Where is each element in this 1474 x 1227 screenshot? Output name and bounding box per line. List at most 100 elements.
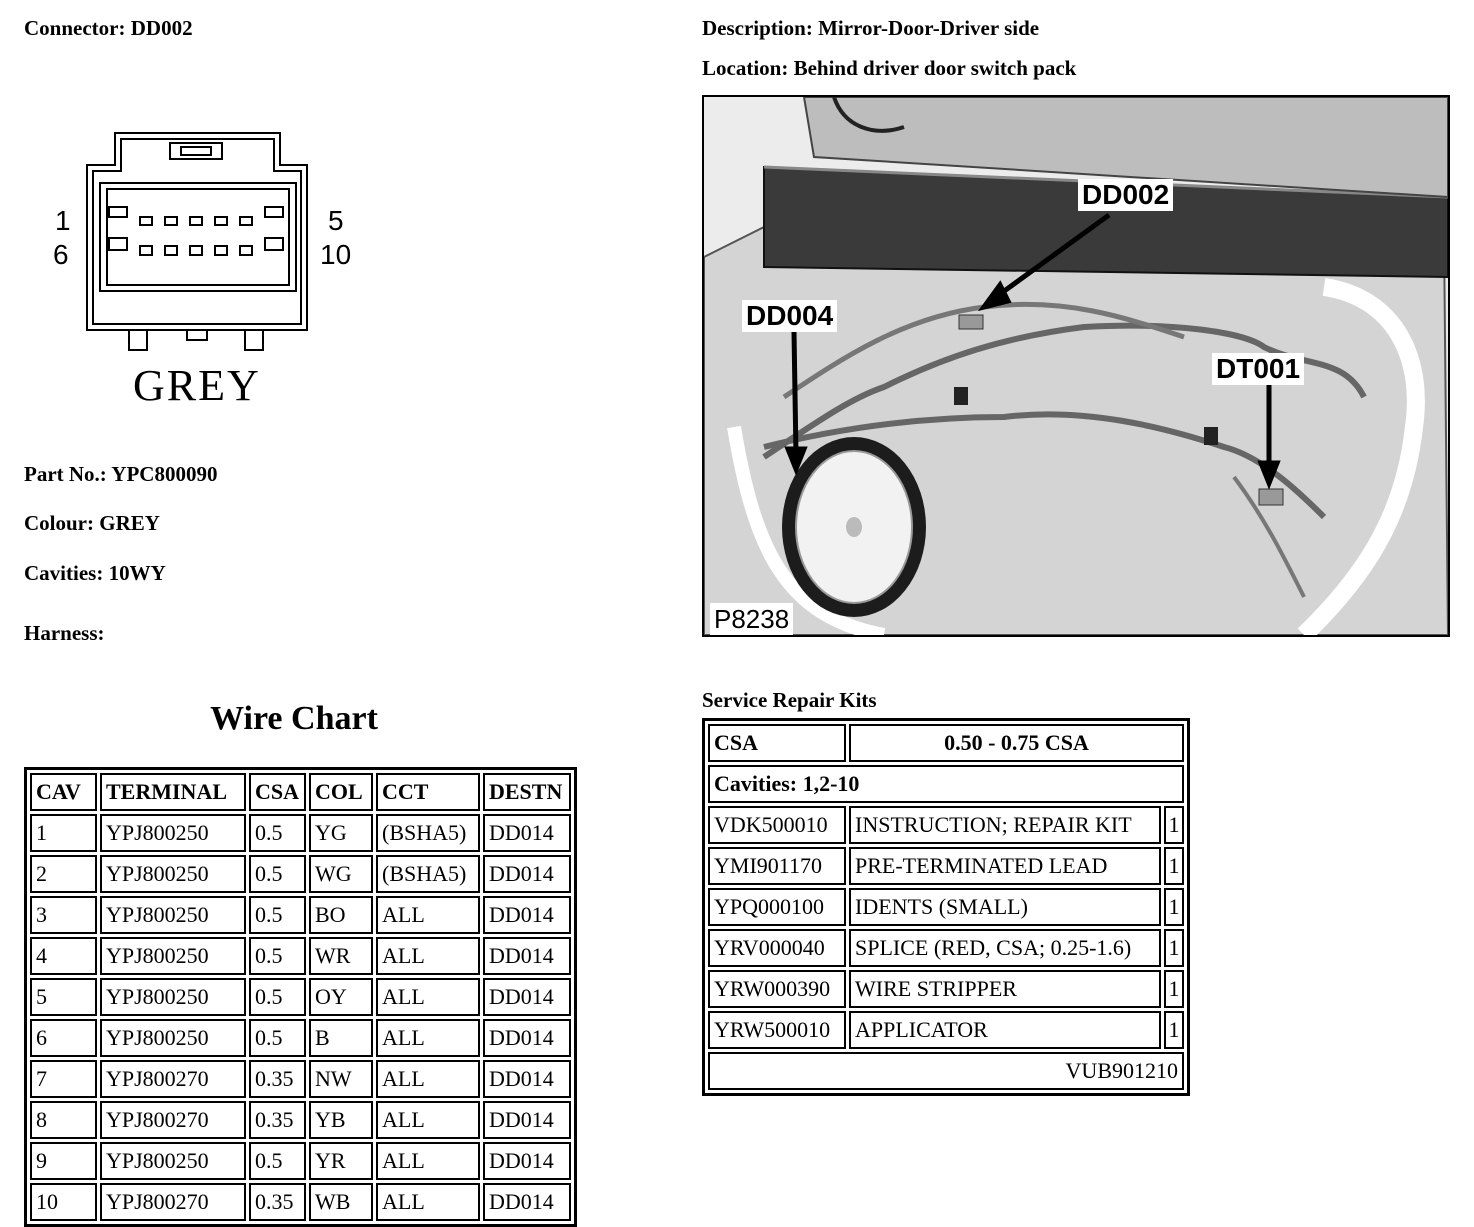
service-kits-table: CSA 0.50 - 0.75 CSA Cavities: 1,2-10 VDK…	[702, 718, 1190, 1096]
kit-qty: 1	[1164, 888, 1184, 926]
cell-col: YG	[309, 814, 373, 852]
cell-destn: DD014	[483, 896, 571, 934]
service-kits-body: CSA 0.50 - 0.75 CSA Cavities: 1,2-10 VDK…	[708, 724, 1184, 1090]
cell-terminal: YPJ800250	[100, 814, 246, 852]
cell-terminal: YPJ800250	[100, 1142, 246, 1180]
callout-dt001: DT001	[1212, 353, 1305, 385]
cell-csa: 0.5	[249, 937, 306, 975]
kit-desc: INSTRUCTION; REPAIR KIT	[849, 806, 1161, 844]
cell-cav: 10	[30, 1183, 97, 1221]
cell-destn: DD014	[483, 1183, 571, 1221]
kit-qty: 1	[1164, 1011, 1184, 1049]
location-label: Location:	[702, 56, 789, 80]
cell-csa: 0.35	[249, 1183, 306, 1221]
kit-desc: APPLICATOR	[849, 1011, 1161, 1049]
location-heading: Location: Behind driver door switch pack	[702, 56, 1076, 81]
connector-label: Connector:	[24, 16, 126, 40]
kit-code: VDK500010	[708, 806, 846, 844]
cell-terminal: YPJ800250	[100, 978, 246, 1016]
cell-cct: ALL	[376, 1019, 480, 1057]
cell-cav: 5	[30, 978, 97, 1016]
cell-cav: 4	[30, 937, 97, 975]
cell-terminal: YPJ800270	[100, 1060, 246, 1098]
col-header-terminal: TERMINAL	[100, 773, 246, 811]
cell-cav: 9	[30, 1142, 97, 1180]
cell-cct: ALL	[376, 978, 480, 1016]
wire-chart-title: Wire Chart	[210, 700, 378, 737]
part-label: Part No.:	[24, 462, 107, 486]
door-location-photo: DD002 DD004 DT001 P8238	[702, 95, 1450, 637]
cell-destn: DD014	[483, 855, 571, 893]
kit-desc: SPLICE (RED, CSA; 0.25-1.6)	[849, 929, 1161, 967]
cell-destn: DD014	[483, 978, 571, 1016]
cell-col: WR	[309, 937, 373, 975]
wire-chart-header-row: CAV TERMINAL CSA COL CCT DESTN	[30, 773, 571, 811]
cavities-label: Cavities:	[24, 561, 104, 585]
cell-csa: 0.5	[249, 855, 306, 893]
cell-csa: 0.35	[249, 1101, 306, 1139]
connector-value: DD002	[130, 16, 193, 40]
cell-csa: 0.5	[249, 1019, 306, 1057]
kit-cavities: Cavities: 1,2-10	[708, 765, 1184, 803]
cell-csa: 0.5	[249, 896, 306, 934]
cell-terminal: YPJ800250	[100, 855, 246, 893]
cell-terminal: YPJ800250	[100, 896, 246, 934]
cell-cct: ALL	[376, 937, 480, 975]
cell-cct: ALL	[376, 1142, 480, 1180]
callout-dd002: DD002	[1078, 179, 1174, 211]
cell-col: OY	[309, 978, 373, 1016]
cell-csa: 0.5	[249, 814, 306, 852]
callout-dd004: DD004	[742, 300, 838, 332]
cell-cav: 8	[30, 1101, 97, 1139]
cell-destn: DD014	[483, 1060, 571, 1098]
cell-csa: 0.5	[249, 1142, 306, 1180]
pin-number-5: 5	[328, 205, 344, 236]
cell-cav: 7	[30, 1060, 97, 1098]
cell-cav: 1	[30, 814, 97, 852]
pin-number-6: 6	[53, 239, 69, 270]
cell-destn: DD014	[483, 937, 571, 975]
col-header-destn: DESTN	[483, 773, 571, 811]
col-header-cct: CCT	[376, 773, 480, 811]
kit-code: YMI901170	[708, 847, 846, 885]
cell-cav: 3	[30, 896, 97, 934]
harness: Harness:	[24, 621, 105, 646]
connector-heading: Connector: DD002	[24, 16, 193, 41]
connector-colour-text: GREY	[133, 361, 261, 410]
description-value: Mirror-Door-Driver side	[818, 16, 1040, 40]
cell-cct: ALL	[376, 1183, 480, 1221]
cell-destn: DD014	[483, 814, 571, 852]
cell-destn: DD014	[483, 1142, 571, 1180]
kit-desc: IDENTS (SMALL)	[849, 888, 1161, 926]
kit-qty: 1	[1164, 970, 1184, 1008]
colour: Colour: GREY	[24, 511, 160, 536]
connector-outline	[86, 132, 308, 351]
pin-number-10: 10	[320, 239, 352, 270]
cell-terminal: YPJ800250	[100, 1019, 246, 1057]
cell-col: B	[309, 1019, 373, 1057]
cell-terminal: YPJ800270	[100, 1183, 246, 1221]
cell-cct: ALL	[376, 896, 480, 934]
colour-label: Colour:	[24, 511, 94, 535]
cell-col: NW	[309, 1060, 373, 1098]
cell-cct: ALL	[376, 1101, 480, 1139]
cavities-value: 10WY	[108, 561, 166, 585]
cell-col: BO	[309, 896, 373, 934]
location-value: Behind driver door switch pack	[793, 56, 1077, 80]
kit-desc: PRE-TERMINATED LEAD	[849, 847, 1161, 885]
colour-value: GREY	[99, 511, 160, 535]
kit-qty: 1	[1164, 847, 1184, 885]
